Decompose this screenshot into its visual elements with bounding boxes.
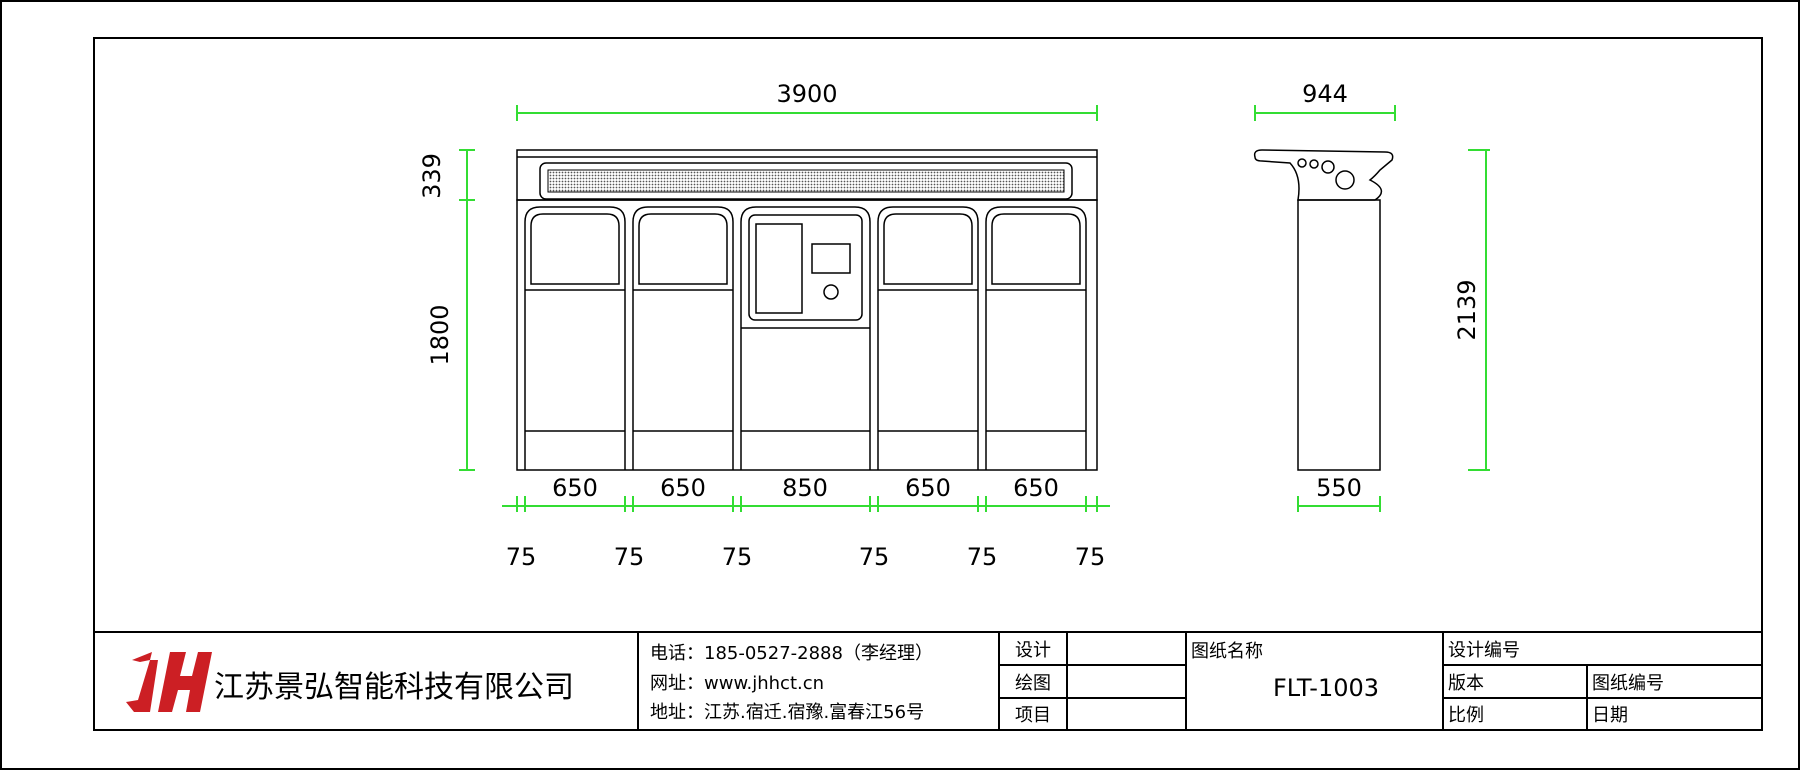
side-view bbox=[1253, 149, 1394, 471]
control-panel bbox=[740, 206, 871, 470]
dim-gap-3: 75 bbox=[722, 543, 753, 571]
dim-gap-1: 75 bbox=[506, 543, 537, 571]
date-label: 日期 bbox=[1592, 705, 1628, 726]
company-name: 江苏景弘智能科技有限公司 bbox=[214, 670, 574, 705]
design-label: 设计 bbox=[1015, 640, 1051, 661]
card-reader bbox=[811, 243, 851, 274]
inner-frame bbox=[93, 37, 1763, 731]
dim-top-height: 339 bbox=[418, 153, 446, 199]
front-dimensions bbox=[459, 105, 1110, 512]
front-body bbox=[516, 199, 1098, 471]
dim-gap-6: 75 bbox=[1075, 543, 1106, 571]
drawing-name-value: FLT-1003 bbox=[1273, 674, 1379, 702]
side-dimensions bbox=[1254, 105, 1490, 512]
website-text: 网址：www.jhhct.cn bbox=[650, 673, 824, 694]
bin-4 bbox=[985, 206, 1087, 470]
dim-side-base: 550 bbox=[1316, 474, 1362, 502]
led-display bbox=[547, 169, 1065, 193]
dim-module-2: 650 bbox=[660, 474, 706, 502]
company-logo bbox=[126, 652, 212, 712]
dim-module-3: 850 bbox=[782, 474, 828, 502]
led-strip-frame bbox=[539, 162, 1073, 200]
dim-gap-5: 75 bbox=[967, 543, 998, 571]
design-number-label: 设计编号 bbox=[1448, 640, 1520, 661]
button-circle bbox=[823, 284, 839, 300]
bin-3 bbox=[877, 206, 979, 470]
dim-gap-4: 75 bbox=[859, 543, 890, 571]
project-label: 项目 bbox=[1015, 705, 1051, 726]
dim-module-5: 650 bbox=[1013, 474, 1059, 502]
version-label: 版本 bbox=[1448, 673, 1484, 694]
scale-label: 比例 bbox=[1448, 705, 1484, 726]
bin-2 bbox=[632, 206, 734, 470]
front-view bbox=[516, 149, 1098, 471]
address-text: 地址：江苏.宿迁.宿豫.富春江56号 bbox=[650, 702, 924, 723]
dim-side-depth: 944 bbox=[1302, 80, 1348, 108]
dim-module-1: 650 bbox=[552, 474, 598, 502]
dim-gap-2: 75 bbox=[614, 543, 645, 571]
drawing-number-label: 图纸编号 bbox=[1592, 673, 1664, 694]
drawing-name-label: 图纸名称 bbox=[1191, 641, 1263, 662]
drawing-label: 绘图 bbox=[1015, 673, 1051, 694]
bin-1 bbox=[524, 206, 626, 470]
dim-overall-width: 3900 bbox=[776, 80, 837, 108]
side-body bbox=[1297, 199, 1381, 471]
phone-text: 电话：185-0527-2888（李经理） bbox=[650, 643, 933, 664]
title-block bbox=[94, 631, 1762, 730]
screen bbox=[755, 223, 803, 314]
side-roof bbox=[1253, 149, 1394, 201]
dim-body-height: 1800 bbox=[426, 304, 454, 365]
dim-module-4: 650 bbox=[905, 474, 951, 502]
dim-side-height: 2139 bbox=[1453, 279, 1481, 340]
